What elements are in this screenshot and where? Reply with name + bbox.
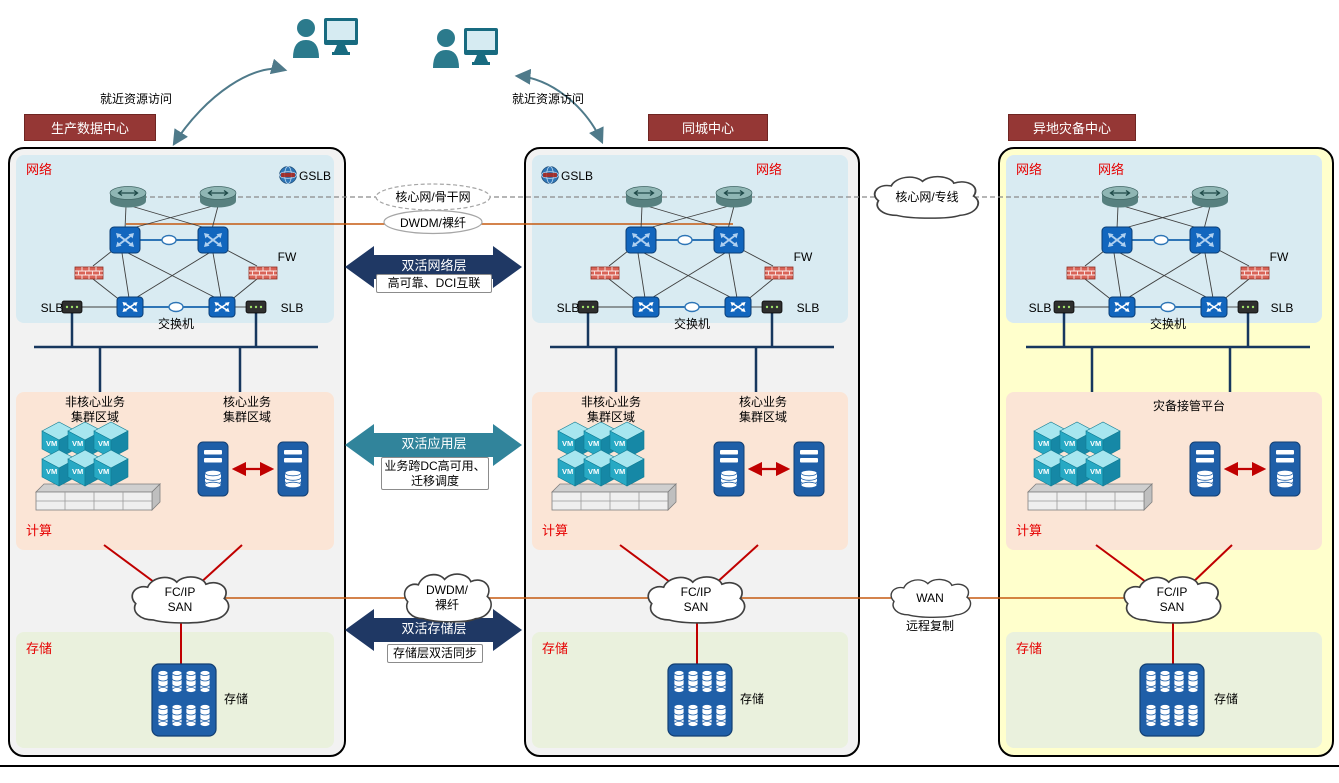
core-backbone-label: 核心网/骨干网 xyxy=(395,190,471,204)
slb-label-left: SLB xyxy=(40,301,64,315)
fw-label: FW xyxy=(1269,250,1289,264)
app-layer-subtitle: 业务跨DC高可用、迁移调度 xyxy=(381,457,489,491)
network-section-production xyxy=(16,155,334,323)
core-cluster-label: 核心业务 集群区域 xyxy=(222,395,271,424)
nearby-access-label-right: 就近资源访问 xyxy=(511,92,584,106)
storage-device-label: 存储 xyxy=(1214,692,1239,706)
wan-subtitle: 远程复制 xyxy=(905,619,954,633)
network-label: 网络 xyxy=(1016,162,1043,177)
storage-section-label: 存储 xyxy=(26,641,53,656)
network-layer-subtitle: 高可靠、DCI互联 xyxy=(376,274,492,293)
compute-label: 计算 xyxy=(26,523,53,538)
noncore-cluster-label: 非核心业务 集群区域 xyxy=(64,395,125,424)
network-label: 网络 xyxy=(756,162,783,177)
storage-section-label: 存储 xyxy=(542,641,569,656)
wan-label: WAN xyxy=(916,591,944,605)
user-icon xyxy=(433,28,498,68)
dc-title-production: 生产数据中心 xyxy=(24,114,156,141)
storage-layer-subtitle: 存储层双活同步 xyxy=(387,644,483,663)
san-label: FC/IP SAN xyxy=(164,585,196,614)
nearby-access-arrow-left xyxy=(172,58,288,147)
san-label: FC/IP SAN xyxy=(680,585,712,614)
dc-title-metro: 同城中心 xyxy=(648,114,768,141)
dwdm-top-label: DWDM/裸纤 xyxy=(400,216,466,230)
fw-label: FW xyxy=(277,250,297,264)
fw-label: FW xyxy=(793,250,813,264)
storage-layer-title: 双活存储层 xyxy=(401,621,467,636)
network-section-dr xyxy=(1006,155,1322,323)
switch-label: 交换机 xyxy=(157,317,194,331)
app-layer-title: 双活应用层 xyxy=(401,436,467,451)
slb-label-right: SLB xyxy=(280,301,304,315)
storage-device-label: 存储 xyxy=(740,692,765,706)
switch-label: 交换机 xyxy=(1149,317,1186,331)
bottom-frame-line xyxy=(0,765,1339,767)
compute-label: 计算 xyxy=(542,523,569,538)
core-private-label: 核心网/专线 xyxy=(895,190,959,204)
dwdm-bottom-label: DWDM/ 裸纤 xyxy=(426,583,468,612)
noncore-cluster-label: 非核心业务 集群区域 xyxy=(580,395,641,424)
storage-section-label: 存储 xyxy=(1016,641,1043,656)
nearby-access-arrow-right xyxy=(514,68,604,145)
network-layer-title: 双活网络层 xyxy=(401,258,467,273)
dc-title-dr: 异地灾备中心 xyxy=(1008,114,1136,141)
slb-label-right: SLB xyxy=(796,301,820,315)
gslb-label: GSLB xyxy=(299,169,332,183)
gslb-label: GSLB xyxy=(561,169,594,183)
compute-label: 计算 xyxy=(1016,523,1043,538)
slb-label-left: SLB xyxy=(556,301,580,315)
network-label: 网络 xyxy=(26,162,53,177)
switch-label: 交换机 xyxy=(673,317,710,331)
user-icon xyxy=(293,18,358,58)
network-label-2: 网络 xyxy=(1098,162,1125,177)
storage-device-label: 存储 xyxy=(224,692,249,706)
nearby-access-label-left: 就近资源访问 xyxy=(99,92,172,106)
core-cluster-label: 核心业务 集群区域 xyxy=(738,395,787,424)
slb-label-right: SLB xyxy=(1270,301,1294,315)
san-label: FC/IP SAN xyxy=(1156,585,1188,614)
slb-label-left: SLB xyxy=(1028,301,1052,315)
dr-platform-label: 灾备接管平台 xyxy=(1152,399,1225,413)
